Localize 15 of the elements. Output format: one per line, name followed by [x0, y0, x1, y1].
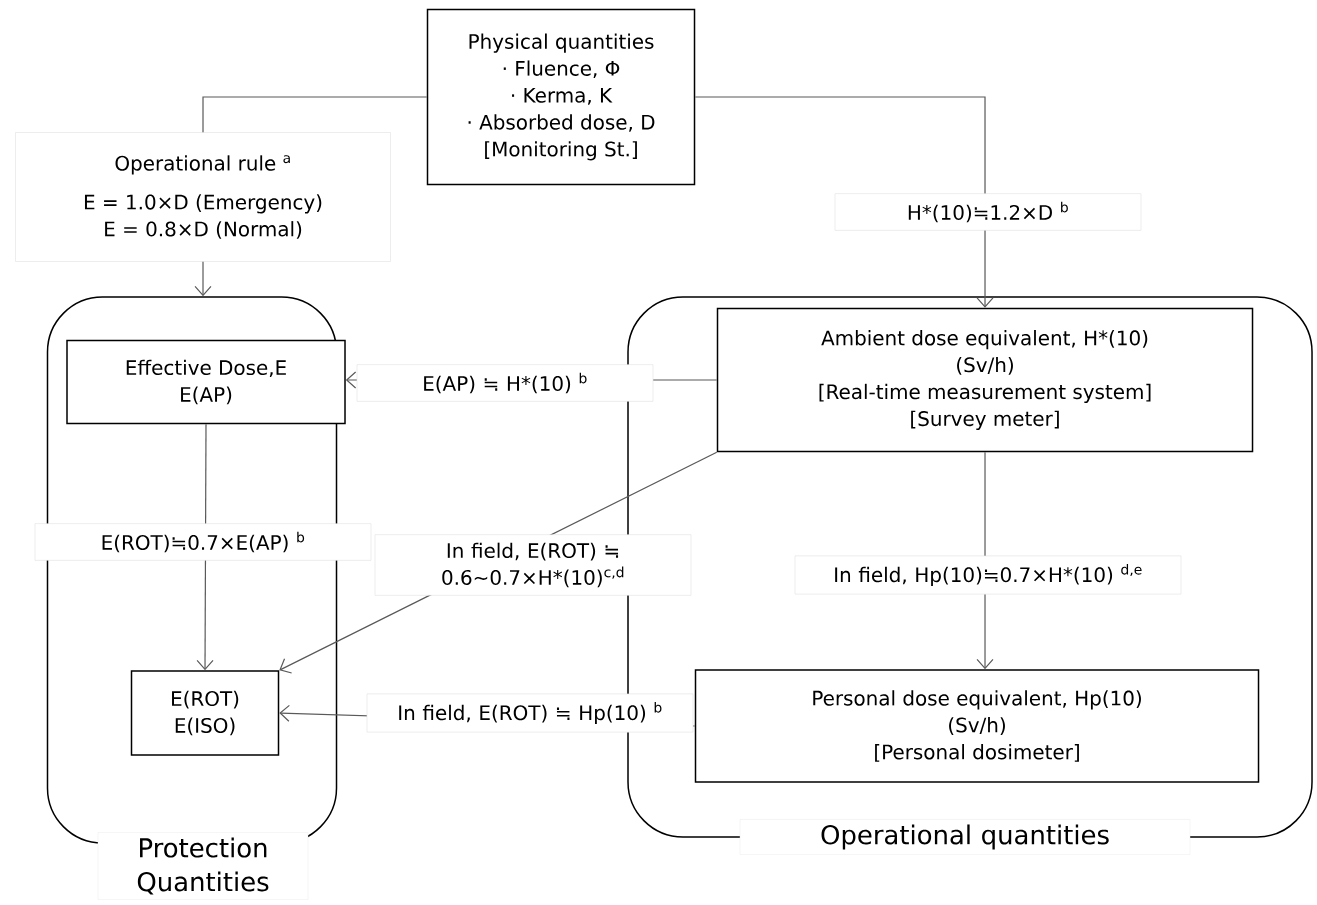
group-title: Protection Quantities: [97, 832, 309, 900]
quantity-box: Physical quantities · Fluence, Φ · Kerma, K · Absorbed dose, D [Monitoring St.]: [426, 8, 696, 186]
edge-label: E(AP) ≒ H*(10) $^{b}$: [356, 364, 654, 402]
edge-label: E(ROT)≒0.7×E(AP) $^{b}$: [34, 523, 372, 561]
edge-label: In field, E(ROT) ≒ Hp(10) $^{b}$: [366, 693, 694, 733]
quantity-box: E(ROT) E(ISO): [130, 670, 280, 756]
edge-label: In field, E(ROT) ≒ 0.6∼0.7×H*(10)$^{c,d}$: [374, 534, 692, 596]
arrow: [694, 96, 994, 308]
arrow: [194, 261, 212, 297]
edge-label: In field, Hp(10)≒0.7×H*(10) $^{d,e}$: [794, 555, 1182, 595]
group-title: Operational quantities: [739, 819, 1191, 855]
quantity-box: Ambient dose equivalent, H*(10) (Sv/h) [Real-time measurement system] [Survey meter]: [716, 307, 1254, 453]
quantity-box: Effective Dose,E E(AP): [66, 339, 346, 425]
edge-label: H*(10)≒1.2×D $^{b}$: [834, 193, 1142, 231]
quantity-box: Personal dose equivalent, Hp(10) (Sv/h) [Personal dosimeter]: [694, 669, 1260, 783]
